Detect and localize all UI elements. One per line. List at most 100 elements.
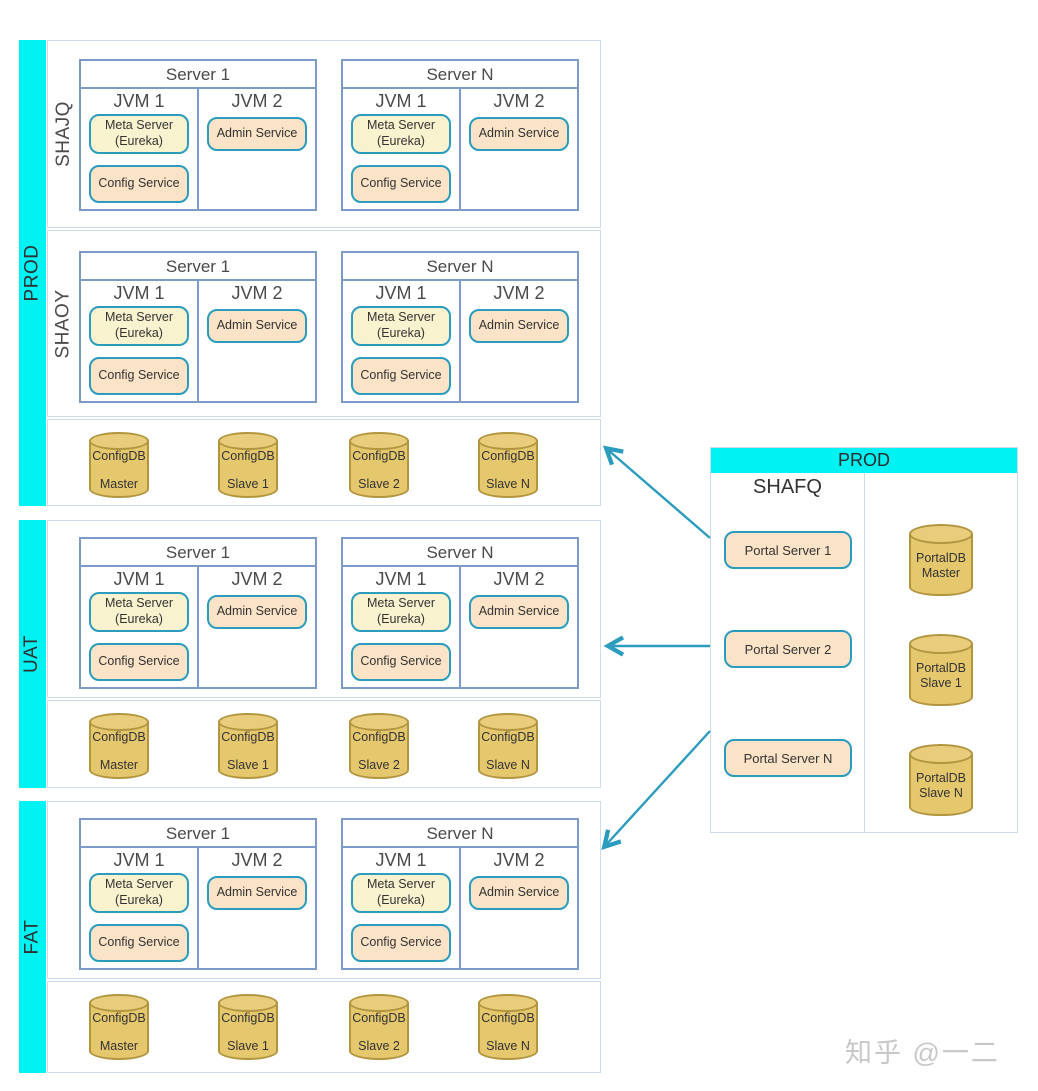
arrow-to-fat bbox=[605, 730, 711, 846]
jvm-title: JVM 1 bbox=[113, 91, 165, 111]
fat-servers-row: Server 1 JVM 1 Meta Server (Eureka) Conf… bbox=[47, 801, 601, 979]
panel-divider bbox=[864, 473, 865, 832]
cylinder-label: ConfigDB Slave 1 bbox=[221, 730, 275, 772]
jvm-row: JVM 1 Meta Server (Eureka) Config Servic… bbox=[81, 567, 315, 687]
jvm-1: JVM 1 Meta Server (Eureka) Config Servic… bbox=[81, 89, 197, 209]
jvm-2: JVM 2 Admin Service bbox=[197, 848, 315, 968]
jvm-2: JVM 2 Admin Service bbox=[197, 281, 315, 401]
jvm-title: JVM 1 bbox=[113, 569, 165, 589]
jvm-row: JVM 1 Meta Server (Eureka) Config Servic… bbox=[343, 567, 577, 687]
cylinder-top bbox=[89, 994, 149, 1012]
jvm-row: JVM 1 Meta Server (Eureka) Config Servic… bbox=[343, 89, 577, 209]
jvm-title: JVM 1 bbox=[375, 283, 427, 303]
env-bar-prod: PROD bbox=[19, 40, 46, 506]
uat-servers-row: Server 1 JVM 1 Meta Server (Eureka) Conf… bbox=[47, 520, 601, 698]
cylinder-label: ConfigDB Master bbox=[92, 1011, 146, 1053]
prod-shajq-row: SHAJQ Server 1 JVM 1 Meta Server (Eureka… bbox=[47, 40, 601, 228]
admin-service: Admin Service bbox=[207, 117, 307, 151]
cylinder-body bbox=[909, 754, 973, 816]
env-label-uat: UAT bbox=[21, 634, 43, 674]
jvm-1: JVM 1 Meta Server (Eureka) Config Servic… bbox=[81, 848, 197, 968]
server-box-shaoy-1: Server 1 JVM 1 Meta Server (Eureka) Conf… bbox=[79, 251, 317, 403]
database-cylinder-portaldb-slaven: PortalDB Slave N bbox=[909, 744, 973, 816]
server-box-uat-n: Server N JVM 1 Meta Server (Eureka) Conf… bbox=[341, 537, 579, 689]
jvm-2: JVM 2 Admin Service bbox=[197, 567, 315, 687]
cylinder-label: ConfigDB Master bbox=[92, 730, 146, 772]
jvm-title: JVM 2 bbox=[493, 91, 545, 111]
jvm-title: JVM 2 bbox=[231, 569, 283, 589]
cylinder-top bbox=[218, 713, 278, 731]
cylinder-body bbox=[478, 1003, 538, 1060]
cylinder-body bbox=[218, 441, 278, 498]
cylinder-top bbox=[909, 634, 973, 654]
database-cylinder-configdb-master: ConfigDB Master bbox=[89, 994, 149, 1060]
jvm-row: JVM 1 Meta Server (Eureka) Config Servic… bbox=[343, 281, 577, 401]
prod-shaoy-row: SHAOY Server 1 JVM 1 Meta Server (Eureka… bbox=[47, 230, 601, 417]
jvm-row: JVM 1 Meta Server (Eureka) Config Servic… bbox=[343, 848, 577, 968]
config-service: Config Service bbox=[351, 165, 451, 203]
cylinder-label: ConfigDB Slave 2 bbox=[352, 449, 406, 491]
cylinder-top bbox=[89, 713, 149, 731]
database-cylinder-configdb-slaven: ConfigDB Slave N bbox=[478, 432, 538, 498]
database-cylinder-configdb-slaven: ConfigDB Slave N bbox=[478, 994, 538, 1060]
server-title: Server N bbox=[343, 253, 577, 281]
cylinder-body bbox=[349, 441, 409, 498]
database-cylinder-portaldb-slave1: PortalDB Slave 1 bbox=[909, 634, 973, 706]
cylinder-label: ConfigDB Slave N bbox=[481, 730, 535, 772]
server-title: Server 1 bbox=[81, 253, 315, 281]
cylinder-top bbox=[909, 744, 973, 764]
database-cylinder-configdb-master: ConfigDB Master bbox=[89, 713, 149, 779]
server-box-shajq-1: Server 1 JVM 1 Meta Server (Eureka) Conf… bbox=[79, 59, 317, 211]
server-title: Server 1 bbox=[81, 61, 315, 89]
admin-service: Admin Service bbox=[207, 309, 307, 343]
jvm-2: JVM 2 Admin Service bbox=[459, 567, 577, 687]
cylinder-label: ConfigDB Master bbox=[92, 449, 146, 491]
config-service: Config Service bbox=[89, 643, 189, 681]
jvm-title: JVM 2 bbox=[231, 283, 283, 303]
env-label-prod: PROD bbox=[21, 244, 43, 302]
server-title: Server N bbox=[343, 539, 577, 567]
cylinder-body bbox=[909, 534, 973, 596]
watermark: 知乎 @一二 bbox=[845, 1038, 1000, 1068]
meta-server-service: Meta Server (Eureka) bbox=[351, 592, 451, 632]
database-cylinder-configdb-slave2: ConfigDB Slave 2 bbox=[349, 713, 409, 779]
panel-header: PROD bbox=[711, 448, 1017, 473]
cylinder-top bbox=[478, 994, 538, 1012]
jvm-1: JVM 1 Meta Server (Eureka) Config Servic… bbox=[343, 281, 459, 401]
meta-server-service: Meta Server (Eureka) bbox=[89, 306, 189, 346]
portal-server-1: Portal Server 1 bbox=[724, 531, 852, 569]
group-label-shafq: SHAFQ bbox=[753, 476, 822, 498]
cylinder-body bbox=[349, 722, 409, 779]
jvm-title: JVM 2 bbox=[231, 850, 283, 870]
cylinder-label: ConfigDB Slave 1 bbox=[221, 1011, 275, 1053]
admin-service: Admin Service bbox=[469, 876, 569, 910]
meta-server-service: Meta Server (Eureka) bbox=[89, 592, 189, 632]
server-title: Server 1 bbox=[81, 539, 315, 567]
cylinder-top bbox=[478, 432, 538, 450]
admin-service: Admin Service bbox=[207, 595, 307, 629]
cylinder-body bbox=[218, 1003, 278, 1060]
jvm-title: JVM 1 bbox=[113, 283, 165, 303]
jvm-title: JVM 1 bbox=[113, 850, 165, 870]
cylinder-label: ConfigDB Slave 1 bbox=[221, 449, 275, 491]
cylinder-top bbox=[349, 713, 409, 731]
jvm-2: JVM 2 Admin Service bbox=[197, 89, 315, 209]
admin-service: Admin Service bbox=[469, 117, 569, 151]
server-title: Server 1 bbox=[81, 820, 315, 848]
jvm-2: JVM 2 Admin Service bbox=[459, 848, 577, 968]
config-service: Config Service bbox=[351, 924, 451, 962]
uat-db-row: ConfigDB Master ConfigDB Slave 1 ConfigD… bbox=[47, 700, 601, 788]
server-title: Server N bbox=[343, 820, 577, 848]
jvm-title: JVM 1 bbox=[375, 569, 427, 589]
meta-server-service: Meta Server (Eureka) bbox=[351, 114, 451, 154]
config-service: Config Service bbox=[89, 924, 189, 962]
jvm-1: JVM 1 Meta Server (Eureka) Config Servic… bbox=[81, 567, 197, 687]
jvm-title: JVM 1 bbox=[375, 91, 427, 111]
jvm-title: JVM 2 bbox=[493, 569, 545, 589]
group-label-shaoy: SHAOY bbox=[53, 288, 74, 359]
cylinder-label: ConfigDB Slave N bbox=[481, 449, 535, 491]
jvm-title: JVM 1 bbox=[375, 850, 427, 870]
cylinder-body bbox=[89, 722, 149, 779]
jvm-row: JVM 1 Meta Server (Eureka) Config Servic… bbox=[81, 89, 315, 209]
cylinder-label: ConfigDB Slave 2 bbox=[352, 1011, 406, 1053]
